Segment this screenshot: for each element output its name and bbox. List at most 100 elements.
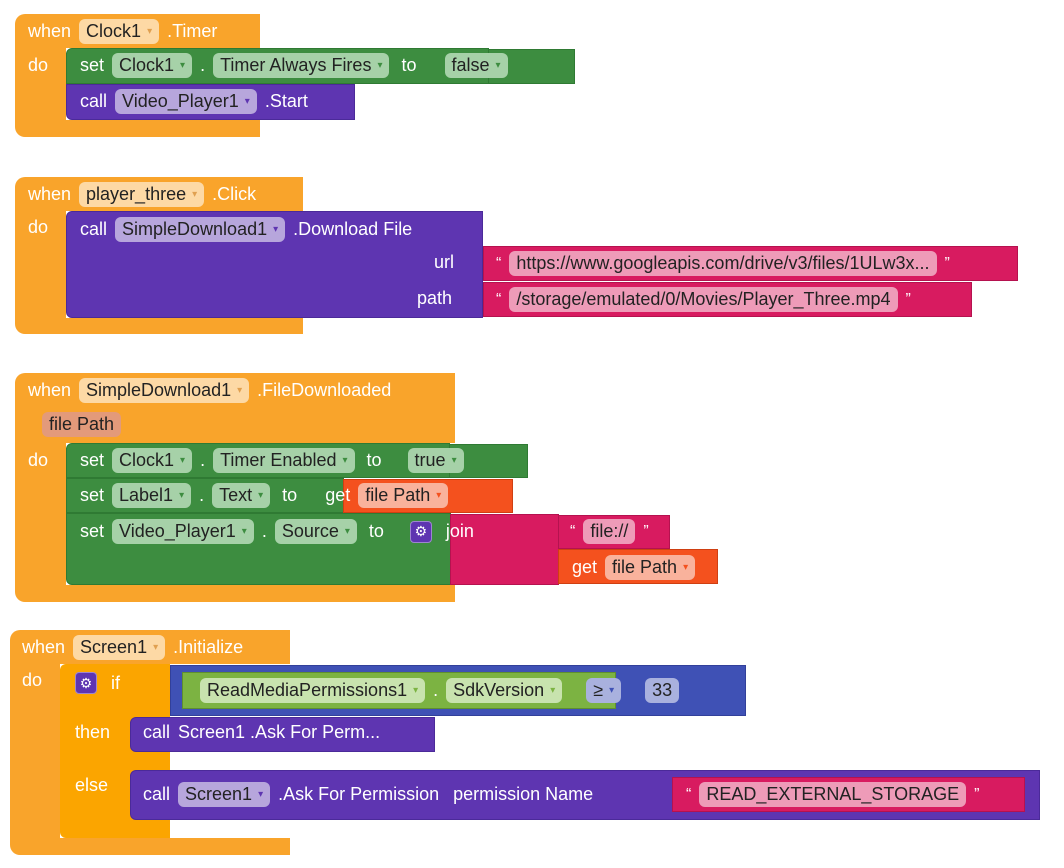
- chevron-down-icon: ▾: [258, 789, 264, 800]
- chevron-down-icon: ▾: [147, 26, 153, 37]
- when-label: when: [28, 380, 72, 400]
- do-label: do: [28, 450, 49, 470]
- variable-dropdown[interactable]: file Path▾: [358, 483, 449, 508]
- to-label: to: [368, 521, 384, 541]
- component-dropdown[interactable]: Screen1▾: [178, 782, 271, 807]
- chevron-down-icon: ▾: [241, 526, 247, 537]
- join-label: join: [445, 521, 474, 541]
- quote-open: “: [570, 522, 576, 540]
- component-dropdown[interactable]: Clock1▾: [112, 53, 193, 78]
- boolean-dropdown[interactable]: false ▾: [444, 53, 508, 78]
- quote-open: “: [686, 785, 692, 803]
- chevron-down-icon: ▾: [550, 685, 556, 696]
- quote-close: ”: [974, 785, 980, 803]
- event-name: .Initialize: [173, 637, 244, 657]
- event-bottom: [10, 838, 290, 855]
- chevron-down-icon: ▾: [683, 562, 689, 573]
- file-prefix-text[interactable]: file://: [583, 519, 636, 544]
- event-body: [15, 48, 66, 120]
- property-name: Timer Always Fires: [220, 55, 372, 75]
- method-name: .Start: [264, 91, 308, 111]
- chevron-down-icon: ▾: [192, 189, 198, 200]
- component-name: Clock1: [86, 21, 142, 41]
- quote-close: ”: [643, 522, 649, 540]
- url-label: url: [434, 252, 455, 272]
- get-label: get: [572, 557, 598, 577]
- set-label: set: [80, 485, 105, 505]
- component-dropdown[interactable]: SimpleDownload1▾: [115, 217, 286, 242]
- component-name: ReadMediaPermissions1: [207, 680, 408, 700]
- boolean-dropdown[interactable]: true▾: [407, 448, 464, 473]
- param-label: permission Name: [453, 784, 594, 804]
- event-body: [15, 211, 66, 318]
- set-label: set: [80, 450, 105, 470]
- component-dropdown[interactable]: SimpleDownload1▾: [79, 378, 250, 403]
- operator: ≥: [593, 680, 604, 700]
- component-name: Clock1: [119, 450, 175, 470]
- chevron-down-icon: ▾: [244, 96, 250, 107]
- property-dropdown[interactable]: Timer Always Fires ▾: [213, 53, 390, 78]
- parameter-file-path[interactable]: file Path: [42, 412, 122, 437]
- component-dropdown[interactable]: Label1 ▾: [112, 483, 192, 508]
- component-name: Video_Player1: [119, 521, 236, 541]
- quote-open: “: [496, 254, 502, 272]
- dot: .: [200, 55, 206, 75]
- call-label: call: [80, 91, 108, 111]
- event-bottom: [15, 585, 455, 602]
- dot: .: [433, 680, 439, 700]
- permission-text[interactable]: READ_EXTERNAL_STORAGE: [699, 782, 967, 807]
- collapsed-text: Screen1 .Ask For Perm...: [178, 722, 381, 742]
- component-name: Label1: [119, 485, 174, 505]
- path-text[interactable]: /storage/emulated/0/Movies/Player_Three.…: [509, 287, 898, 312]
- join-block[interactable]: [450, 514, 559, 585]
- url-text[interactable]: https://www.googleapis.com/drive/v3/file…: [509, 251, 937, 276]
- when-label: when: [28, 21, 72, 41]
- property-dropdown[interactable]: Timer Enabled▾: [213, 448, 355, 473]
- chevron-down-icon: ▾: [258, 490, 264, 501]
- gear-icon[interactable]: ⚙: [409, 520, 432, 543]
- property-dropdown[interactable]: Source▾: [274, 519, 357, 544]
- component-dropdown[interactable]: Clock1 ▾: [112, 448, 193, 473]
- event-bottom: [15, 120, 260, 137]
- property-dropdown[interactable]: Text ▾: [212, 483, 271, 508]
- dot: .: [200, 450, 206, 470]
- component-name: Clock1: [119, 55, 175, 75]
- component-dropdown[interactable]: Video_Player1 ▾: [112, 519, 254, 544]
- chevron-down-icon: ▾: [377, 60, 383, 71]
- component-dropdown[interactable]: Screen1▾: [73, 635, 166, 660]
- number-field[interactable]: 33: [645, 678, 680, 703]
- gear-icon[interactable]: ⚙: [75, 672, 97, 694]
- then-call-block-collapsed[interactable]: [130, 717, 435, 752]
- variable-name: file Path: [612, 557, 678, 577]
- do-label: do: [28, 217, 49, 237]
- component-name: SimpleDownload1: [122, 219, 268, 239]
- chevron-down-icon: ▾: [342, 455, 348, 466]
- chevron-down-icon: ▾: [495, 60, 501, 71]
- call-label: call: [143, 784, 171, 804]
- component-dropdown[interactable]: Video_Player1▾: [115, 89, 257, 114]
- chevron-down-icon: ▾: [609, 685, 615, 696]
- event-body: [15, 443, 66, 585]
- to-label: to: [401, 55, 417, 75]
- boolean-false-block[interactable]: [488, 49, 575, 84]
- event-name: .FileDownloaded: [257, 380, 392, 400]
- chevron-down-icon: ▾: [179, 490, 185, 501]
- else-label: else: [75, 775, 109, 795]
- do-label: do: [28, 55, 49, 75]
- event-body: [10, 664, 60, 838]
- operator-dropdown[interactable]: ≥▾: [586, 678, 622, 703]
- property-name: Text: [219, 485, 253, 505]
- property-dropdown[interactable]: SdkVersion▾: [446, 678, 563, 703]
- path-label: path: [417, 288, 453, 308]
- if-label: if: [111, 672, 120, 693]
- variable-dropdown[interactable]: file Path ▾: [605, 555, 696, 580]
- do-label: do: [22, 670, 43, 690]
- boolean-value: false: [451, 55, 490, 75]
- component-dropdown[interactable]: Clock1 ▾: [79, 19, 160, 44]
- component-dropdown[interactable]: ReadMediaPermissions1▾: [200, 678, 426, 703]
- set-label: set: [80, 521, 105, 541]
- method-name: .Download File: [293, 219, 413, 239]
- chevron-down-icon: ▾: [180, 455, 186, 466]
- component-name: Screen1: [80, 637, 148, 657]
- component-dropdown[interactable]: player_three▾: [79, 182, 205, 207]
